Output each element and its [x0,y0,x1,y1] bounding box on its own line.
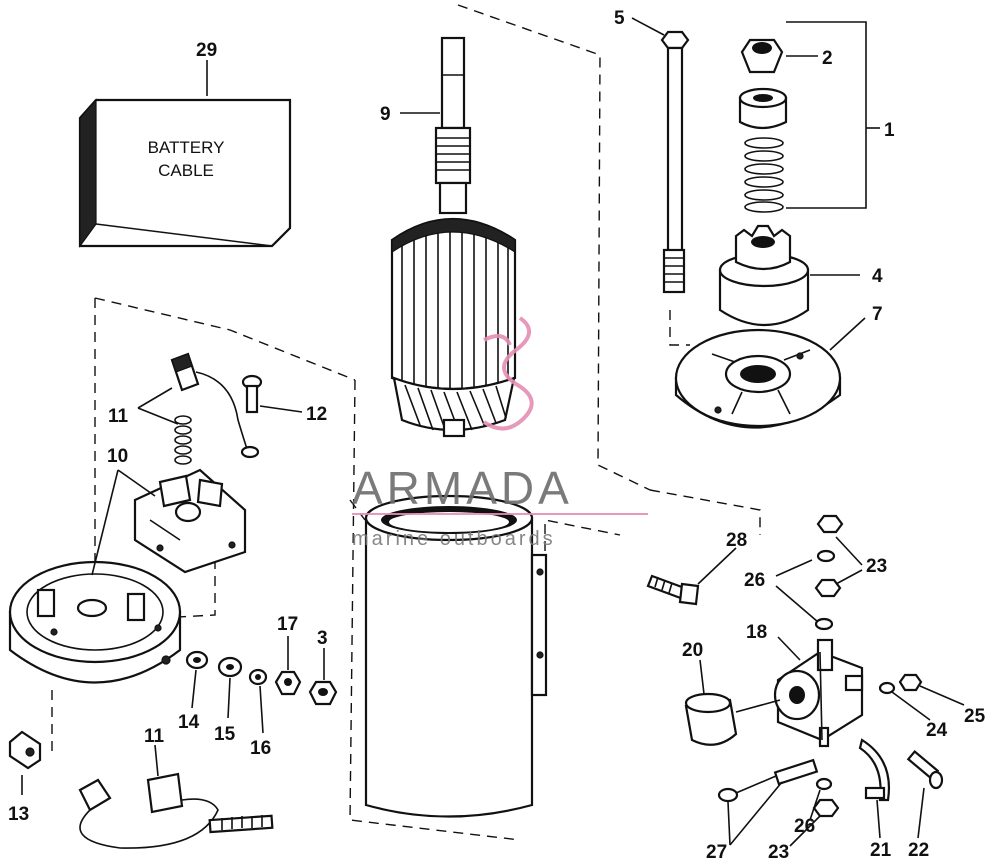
mounting-bolt [646,574,700,606]
callout-25: 25 [964,706,986,727]
brush-screw [241,374,263,414]
end-head [8,560,182,684]
end-cap [674,328,842,429]
screw-22 [906,749,944,790]
armature [390,36,517,438]
battery-cable-label-1: BATTERY [148,138,225,157]
callout-9: 9 [380,104,391,125]
callout-7: 7 [872,304,883,325]
nut-17 [274,670,302,696]
nut-23-mid [814,578,842,598]
spacer-collar [738,87,788,130]
callout-23-upper: 23 [866,556,887,577]
nut-25 [898,673,923,692]
callout-27: 27 [706,842,727,862]
battery-cable-label-2: CABLE [158,161,214,180]
callout-2: 2 [822,48,833,69]
washer-14 [185,650,209,670]
watermark-brand: ARMADA [352,462,573,514]
callout-14: 14 [178,712,200,733]
pinion-nut [740,38,784,74]
callout-15: 15 [214,724,236,745]
callout-22: 22 [908,840,929,861]
callout-4: 4 [872,266,883,287]
lockwasher-26-lower [815,777,833,791]
callout-26-lower: 26 [794,816,815,837]
callout-29: 29 [196,40,217,61]
callout-10: 10 [107,446,128,467]
motor-frame [364,494,548,818]
lead-wire-27 [717,758,819,803]
callout-23-lower: 23 [768,842,789,862]
brush-holder [133,468,247,574]
bracket-21 [858,738,890,802]
nut-3 [308,680,338,706]
leader-lines [21,17,965,847]
brush-spring [174,415,192,465]
through-bolt [660,30,690,294]
nut-23-lower [812,798,840,818]
callout-11-lower: 11 [144,726,165,747]
brush-set [78,772,274,849]
watermark: ARMADA marine outboards [352,316,648,550]
callout-3: 3 [317,628,328,649]
lockwasher-24 [878,681,896,695]
drive-assembly [718,224,810,326]
callout-21: 21 [870,840,892,861]
callout-16: 16 [250,738,271,759]
washer-15 [217,656,243,678]
callout-20: 20 [682,640,703,661]
watermark-tagline: marine outboards [352,528,556,550]
drive-spring [744,137,784,213]
callout-12: 12 [306,404,327,425]
callout-18: 18 [746,622,767,643]
watermark-logo-icon [482,316,534,431]
callout-28: 28 [726,530,747,551]
washer-16 [248,668,268,686]
ring-20 [684,692,738,746]
callout-11-upper: 11 [108,406,129,427]
lockwasher-26-upper [816,549,836,563]
brush-with-lead [170,352,260,459]
callout-26-upper: 26 [744,570,765,591]
terminal-clip [8,730,42,770]
battery-cable-box: BATTERY CABLE [78,98,292,248]
callout-1: 1 [884,120,895,141]
nut-23-upper [816,514,844,534]
callout-17: 17 [277,614,298,635]
callout-24: 24 [926,720,948,741]
callout-numbers: 29 9 5 2 1 4 7 11 12 10 13 14 15 16 17 3… [8,8,986,863]
callout-13: 13 [8,804,29,825]
lockwasher-26-mid [814,617,834,631]
solenoid [773,638,864,748]
callout-5: 5 [614,8,625,29]
